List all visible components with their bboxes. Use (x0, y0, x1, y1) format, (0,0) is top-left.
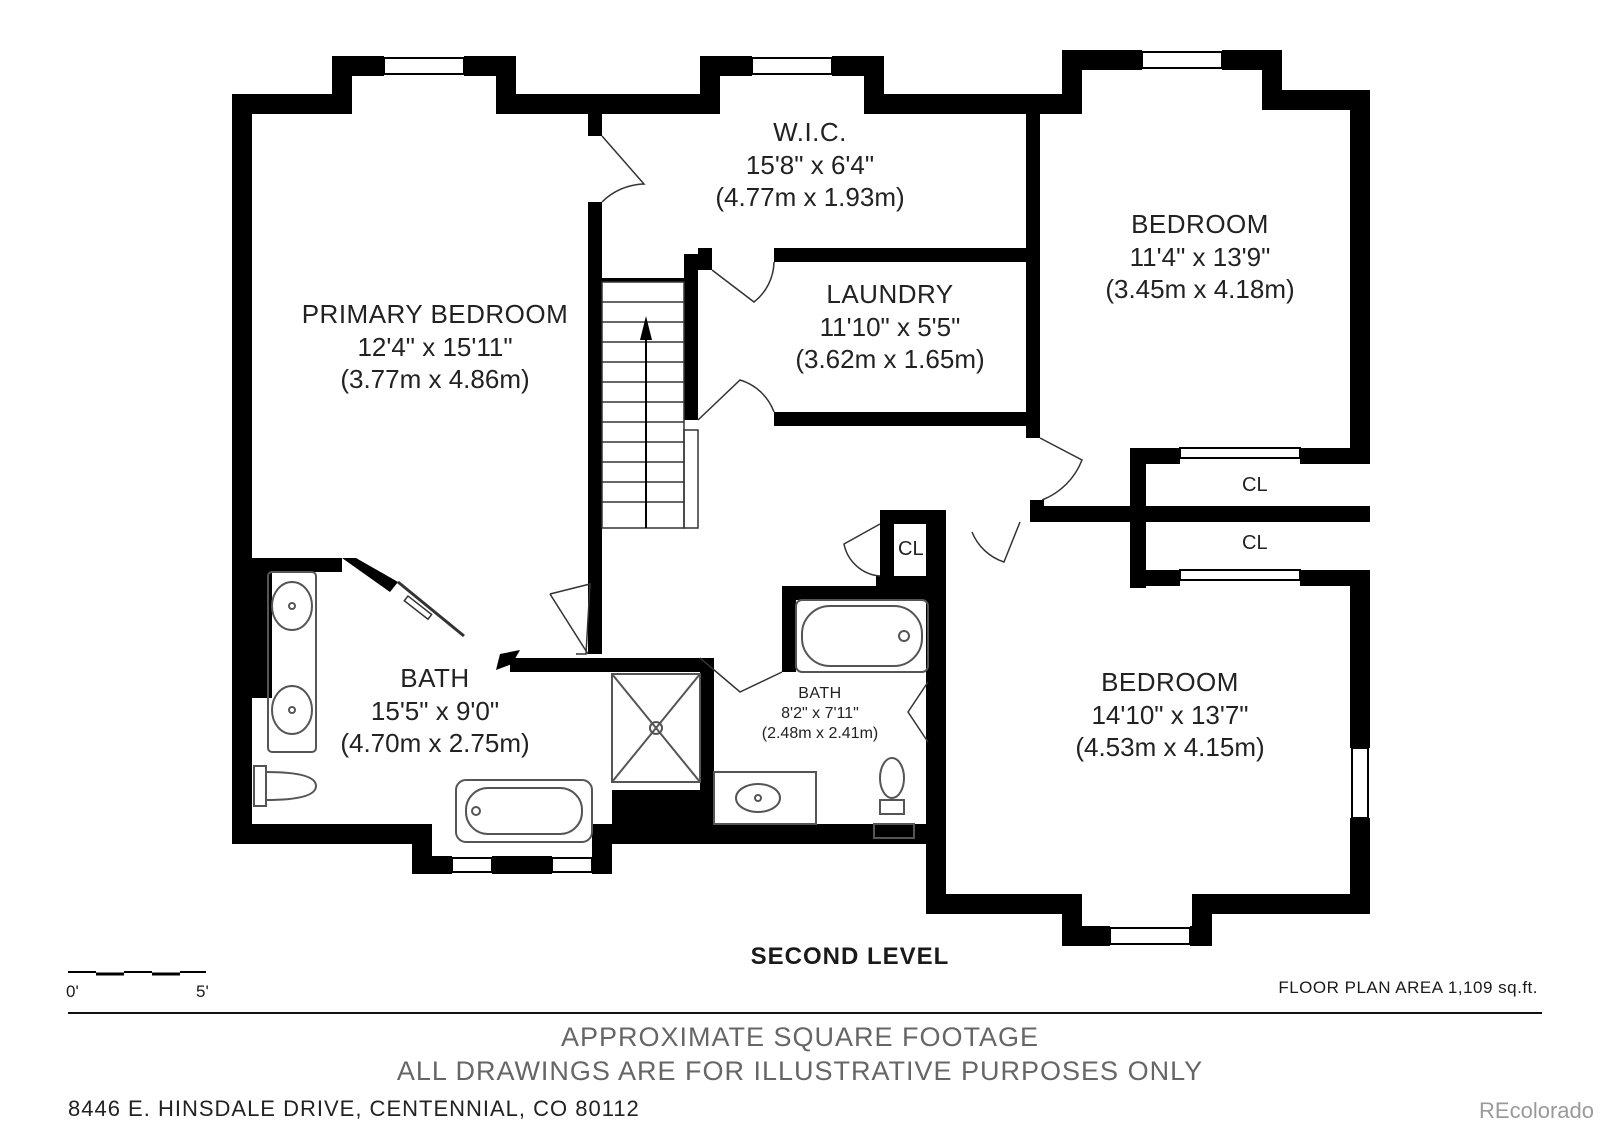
room-dimensions-imperial: 12'4" x 15'11" (357, 331, 513, 362)
room-dimensions-imperial: 11'10" x 5'5" (819, 311, 961, 342)
room-dimensions-metric: (3.77m x 4.86m) (340, 364, 530, 394)
room-name: PRIMARY BEDROOM (301, 299, 569, 329)
brand-watermark: REcolorado (1479, 1098, 1594, 1123)
doors (397, 135, 1083, 743)
room-dimensions-metric: (4.77m x 1.93m) (715, 182, 905, 212)
room-label-primary-bath: BATH 15'5" x 9'0" (4.70m x 2.75m) (320, 662, 550, 760)
divider-line (68, 1012, 1542, 1014)
room-dimensions-metric: (4.53m x 4.15m) (1075, 732, 1265, 762)
room-dimensions-metric: (2.48m x 2.41m) (761, 725, 879, 742)
room-name: BATH (400, 663, 470, 693)
disclaimer-line-1: APPROXIMATE SQUARE FOOTAGE (560, 1022, 1040, 1052)
stairs (601, 281, 699, 529)
fixtures (253, 571, 929, 843)
scale-start-label: 0' (66, 982, 79, 1001)
room-dimensions-imperial: 14'10" x 13'7" (1091, 699, 1249, 730)
property-address: 8446 E. HINSDALE DRIVE, CENTENNIAL, CO 8… (68, 1096, 640, 1121)
room-dimensions-imperial: 15'8" x 6'4" (745, 149, 875, 180)
room-label-laundry: LAUNDRY 11'10" x 5'5" (3.62m x 1.65m) (760, 278, 1020, 376)
room-name: W.I.C. (773, 117, 847, 147)
level-title: SECOND LEVEL (750, 943, 950, 970)
closet-label-bedroom-1: CL (1242, 474, 1268, 496)
room-name: BATH (798, 685, 842, 702)
room-label-wic: W.I.C. 15'8" x 6'4" (4.77m x 1.93m) (690, 116, 930, 214)
room-name: LAUNDRY (826, 279, 954, 309)
room-dimensions-imperial: 8'2" x 7'11" (781, 705, 859, 722)
room-label-bedroom-2: BEDROOM 14'10" x 13'7" (4.53m x 4.15m) (1050, 666, 1290, 764)
stair-arrow-icon (640, 316, 652, 340)
room-dimensions-metric: (4.70m x 2.75m) (340, 728, 530, 758)
scale-bar (68, 971, 206, 976)
closet-label-hall: CL (898, 538, 924, 560)
scale-end-label: 5' (196, 982, 209, 1001)
room-label-hall-bath: BATH 8'2" x 7'11" (2.48m x 2.41m) (740, 684, 900, 744)
room-label-primary-bedroom: PRIMARY BEDROOM 12'4" x 15'11" (3.77m x … (290, 298, 580, 396)
room-dimensions-imperial: 11'4" x 13'9" (1129, 241, 1271, 272)
room-name: BEDROOM (1131, 209, 1269, 239)
room-dimensions-metric: (3.45m x 4.18m) (1105, 274, 1295, 304)
windows (383, 51, 1369, 945)
floor-plan-area: FLOOR PLAN AREA 1,109 sq.ft. (1278, 978, 1538, 997)
room-name: BEDROOM (1101, 667, 1239, 697)
room-dimensions-metric: (3.62m x 1.65m) (795, 344, 985, 374)
closet-label-bedroom-2: CL (1242, 532, 1268, 554)
room-dimensions-imperial: 15'5" x 9'0" (370, 695, 500, 726)
room-label-bedroom-1: BEDROOM 11'4" x 13'9" (3.45m x 4.18m) (1080, 208, 1320, 306)
interior-walls (252, 110, 1370, 844)
disclaimer-line-2: ALL DRAWINGS ARE FOR ILLUSTRATIVE PURPOS… (396, 1056, 1204, 1086)
exterior-walls (232, 50, 1370, 946)
